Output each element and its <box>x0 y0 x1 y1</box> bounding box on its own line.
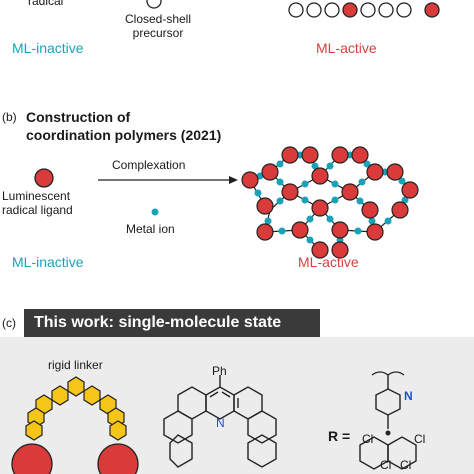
arrow-head <box>229 176 238 184</box>
coordination-polymer <box>241 146 419 259</box>
panel-c-banner: This work: single-molecule state <box>24 309 320 337</box>
radical-right <box>97 443 139 474</box>
panel-c-graphics <box>11 371 417 474</box>
panel-a-graphics <box>146 0 440 18</box>
radical-chain <box>288 2 440 18</box>
panel-a-active-label: ML-active <box>316 40 377 56</box>
closed-shell-circle <box>146 0 162 9</box>
cl-label-1: Cl <box>362 432 374 446</box>
panel-b-graphics <box>34 146 419 259</box>
panel-a-inactive-label: ML-inactive <box>12 40 84 56</box>
radical-left <box>11 443 53 474</box>
rigid-linker-label: rigid linker <box>48 358 103 372</box>
panel-b-title: Construction of coordination polymers (2… <box>26 109 222 143</box>
radical-nodes <box>241 146 419 259</box>
metal-ion-dot <box>151 208 159 216</box>
r-substituent <box>359 371 417 470</box>
rigid-linker <box>25 376 127 441</box>
panel-b-inactive-label: ML-inactive <box>12 254 84 270</box>
radical-ligand-circle <box>34 168 54 188</box>
cl-label-4: Cl <box>400 458 412 472</box>
r-equals-label: R = <box>328 428 351 444</box>
panel-c-tag: (c) <box>2 316 16 330</box>
radical-dot <box>385 430 391 436</box>
acridine-core <box>163 375 277 468</box>
cl-label-2: Cl <box>414 432 426 446</box>
n-label: N <box>216 416 225 430</box>
ph-label: Ph <box>212 364 227 378</box>
precursor-label: Closed-shell precursor <box>124 12 192 40</box>
cl-label-3: Cl <box>380 458 392 472</box>
panel-b-active-label: ML-active <box>298 254 359 270</box>
panel-b-tag: (b) <box>2 110 17 124</box>
ligand-label: Luminescent radical ligand <box>2 189 73 217</box>
metal-ion-label: Metal ion <box>126 222 175 236</box>
panel-c-background <box>0 337 474 474</box>
radical-label: radical <box>28 0 64 8</box>
pyridine-n-label: N <box>404 389 413 403</box>
complexation-label: Complexation <box>112 158 186 172</box>
panel-c-banner-text: This work: single-molecule state <box>34 314 282 331</box>
